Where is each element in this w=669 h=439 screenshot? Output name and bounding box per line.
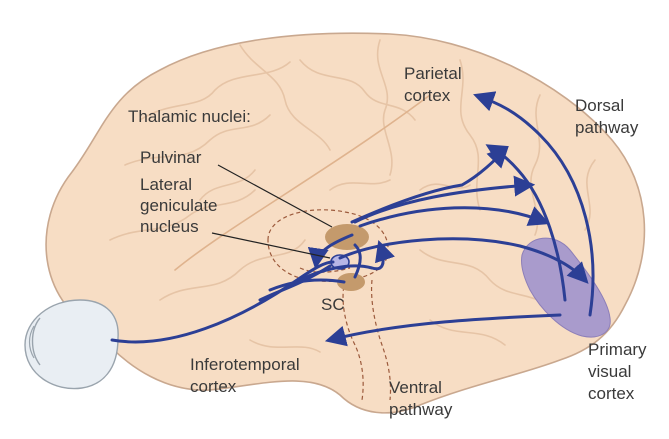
dorsal-pathway-inner bbox=[485, 144, 567, 302]
label-dorsal-1: Dorsal bbox=[575, 96, 624, 115]
label-dorsal-2: pathway bbox=[575, 118, 639, 137]
label-pulvinar: Pulvinar bbox=[140, 148, 202, 167]
pulvinar-to-dorsal-lower bbox=[358, 206, 550, 228]
visual-pathways bbox=[110, 91, 595, 347]
brain-outline bbox=[45, 32, 646, 414]
lgn-to-v1-path bbox=[338, 237, 589, 284]
superior-colliculus bbox=[337, 273, 365, 291]
brain-sulci bbox=[109, 39, 596, 353]
primary-visual-cortex-region bbox=[521, 237, 611, 338]
label-parietal-2: cortex bbox=[404, 86, 451, 105]
label-lgn-3: nucleus bbox=[140, 217, 199, 236]
ventral-pathway bbox=[324, 313, 562, 347]
label-inferotemporal-1: Inferotemporal bbox=[190, 355, 300, 374]
retina-to-sc-path bbox=[268, 278, 346, 292]
label-inferotemporal-2: cortex bbox=[190, 377, 237, 396]
pulvinar-to-dorsal-middle bbox=[353, 175, 536, 224]
label-lgn-2: geniculate bbox=[140, 196, 218, 215]
label-primary-1: Primary bbox=[588, 340, 647, 359]
label-parietal-1: Parietal bbox=[404, 64, 462, 83]
label-pointers bbox=[211, 164, 333, 259]
label-lgn-1: Lateral bbox=[140, 175, 192, 194]
label-primary-2: visual bbox=[588, 362, 631, 381]
labels: Thalamic nuclei: Pulvinar Lateral genicu… bbox=[128, 64, 647, 419]
sc-to-pulvinar-path bbox=[353, 243, 362, 279]
label-ventral-2: pathway bbox=[389, 400, 453, 419]
label-sc: SC bbox=[321, 295, 345, 314]
dorsal-pathway-outer bbox=[473, 91, 595, 317]
label-thalamic-nuclei: Thalamic nuclei: bbox=[128, 107, 251, 126]
label-ventral-1: Ventral bbox=[389, 378, 442, 397]
label-primary-3: cortex bbox=[588, 384, 635, 403]
eye-icon bbox=[24, 299, 119, 390]
